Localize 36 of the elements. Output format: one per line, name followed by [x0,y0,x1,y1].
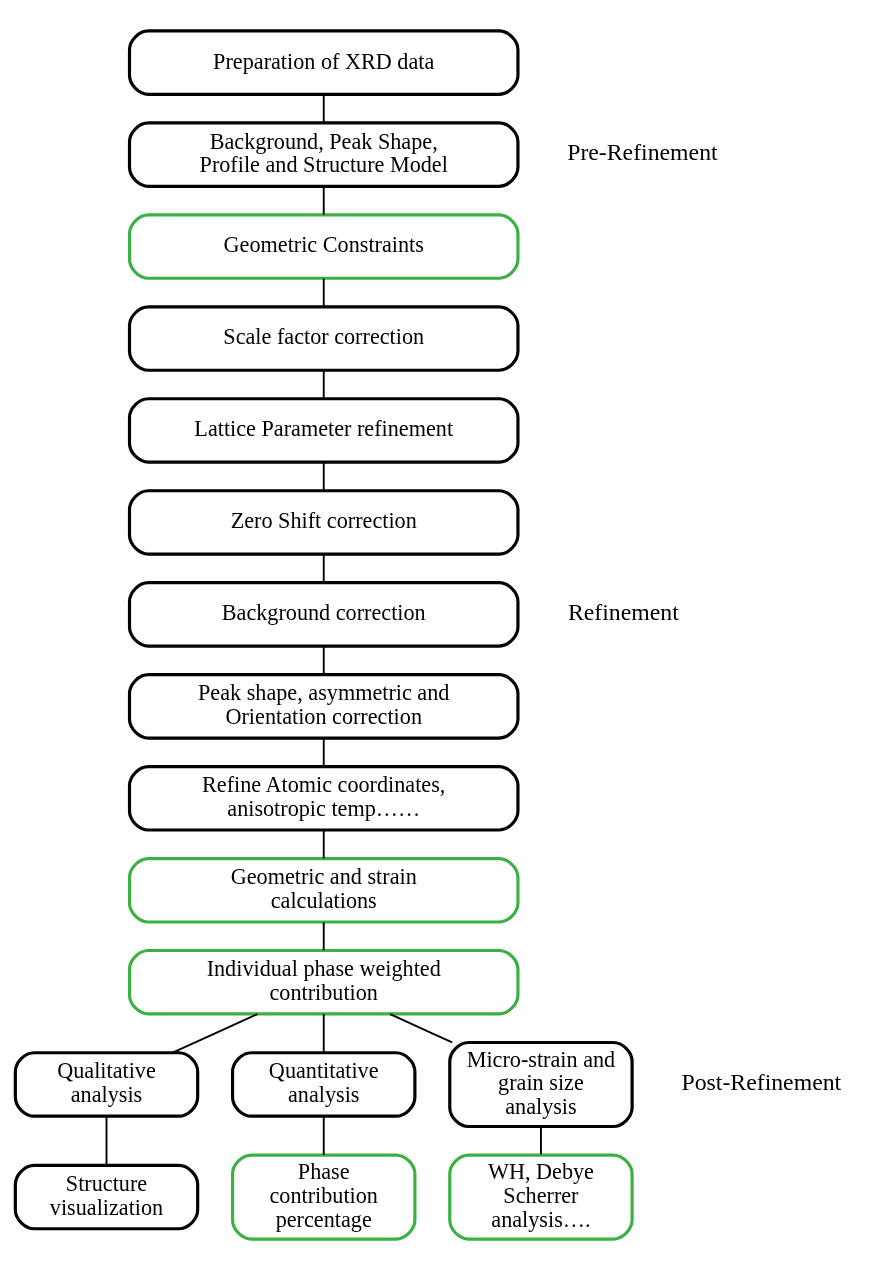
node-box: Scale factor correction [127,304,520,372]
connector [322,553,325,583]
connector [539,1125,542,1155]
connector [322,277,325,308]
connector [388,1012,453,1043]
connector [322,829,325,859]
node-box: Phase contribution percentage [230,1152,416,1241]
node-box: Quantitative analysis [230,1050,416,1118]
connector [322,461,325,491]
connector [105,1115,107,1166]
connector [322,369,325,399]
node-box: Qualitative analysis [13,1050,199,1118]
node-box: Peak shape, asymmetric and Orientation correction [127,672,520,740]
label: Post-Refinement [680,1068,841,1095]
node-box: Background correction [127,580,520,648]
node-box: Preparation of XRD data [127,28,520,96]
connector [322,737,325,767]
node-box: Refine Atomic coordinates, anisotropic temp…… [127,764,520,832]
connector [322,645,325,675]
node-box: Background, Peak Shape, Profile and Structure Model [127,120,520,188]
connector [322,93,325,124]
node-box: Individual phase weighted contribution [127,948,520,1015]
connector [171,1012,258,1053]
connector [322,185,325,216]
node-box: Structure visualization [13,1163,199,1230]
connector [322,920,325,951]
node-box: Zero Shift correction [127,488,520,556]
label: Pre-Refinement [566,138,718,165]
node-box: WH, Debye Scherrer analysis…. [447,1152,634,1241]
node-box: Geometric Constraints [127,212,520,280]
label: Refinement [567,598,679,625]
node-box: Geometric and strain calculations [127,856,520,924]
node-box: Lattice Parameter refinement [127,396,520,464]
node-box: Micro-strain and grain size analysis [447,1040,634,1128]
connector [322,1012,325,1053]
connector [322,1115,325,1156]
